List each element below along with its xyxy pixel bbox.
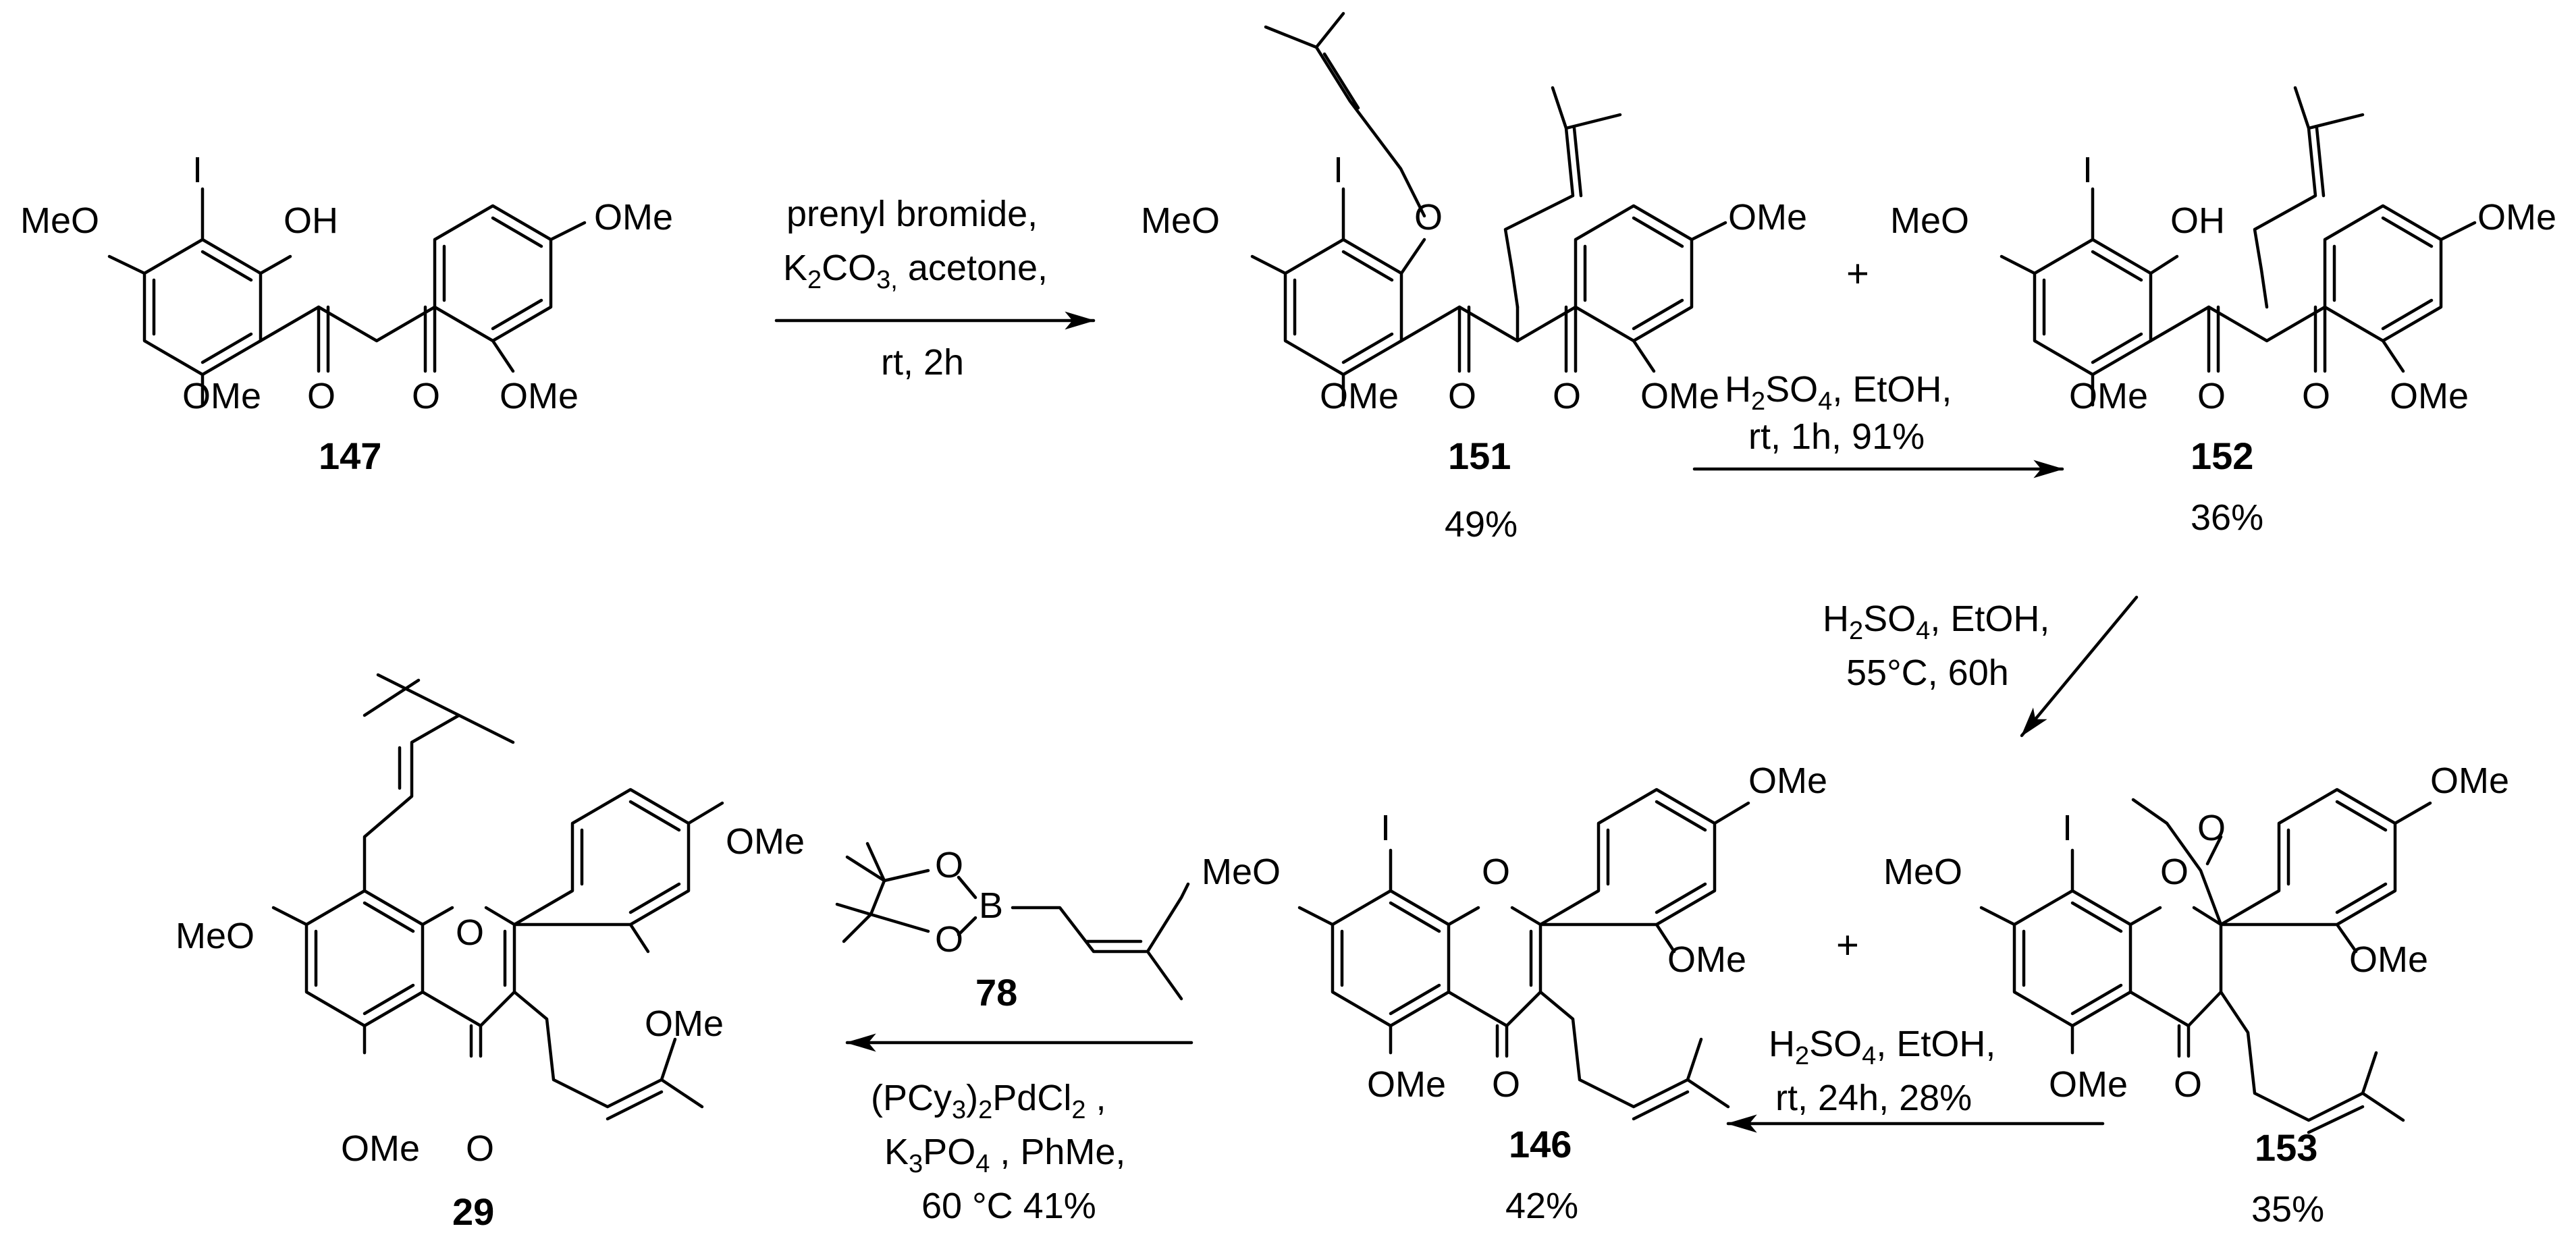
svg-text:rt, 2h: rt, 2h xyxy=(881,342,964,383)
carbonyl-o-label: O xyxy=(412,376,440,416)
methoxy-label: MeO xyxy=(20,200,99,241)
conditions-step3: H2SO4, EtOH, 55°C, 60h xyxy=(1823,599,2049,693)
carbonyl-o-label: O xyxy=(307,376,336,416)
svg-text:OMe: OMe xyxy=(1367,1064,1446,1105)
svg-text:O: O xyxy=(1448,376,1476,416)
methoxy-label: OMe xyxy=(182,376,261,416)
svg-text:O: O xyxy=(2197,376,2226,416)
svg-text:OMe: OMe xyxy=(2069,376,2148,416)
svg-text:O: O xyxy=(1482,852,1510,892)
conditions-step5: (PCy3)2PdCl2 , K3PO4 , PhMe, 60 °C 41% xyxy=(871,1078,1125,1226)
yield-151: 49% xyxy=(1445,504,1518,545)
iodine-label: I xyxy=(192,150,203,190)
reaction-arrow-3 xyxy=(2020,595,2139,738)
svg-text:O: O xyxy=(935,919,963,960)
plus-sign: + xyxy=(1836,923,1859,967)
svg-text:(PCy3)2PdCl2 ,: (PCy3)2PdCl2 , xyxy=(871,1078,1106,1124)
compound-label-152: 152 xyxy=(2191,435,2253,477)
svg-text:O: O xyxy=(935,845,963,885)
compound-label-151: 151 xyxy=(1448,435,1511,477)
svg-text:OMe: OMe xyxy=(645,1003,724,1044)
svg-text:MeO: MeO xyxy=(1883,852,1962,892)
svg-text:O: O xyxy=(1414,197,1443,238)
methoxy-label: OMe xyxy=(594,197,673,238)
svg-text:O: O xyxy=(1492,1064,1520,1105)
svg-text:MeO: MeO xyxy=(176,916,254,956)
compound-78-structure: O B O 78 xyxy=(835,842,1190,1014)
svg-text:H2SO4, EtOH,: H2SO4, EtOH, xyxy=(1769,1024,1995,1070)
svg-text:55°C, 60h: 55°C, 60h xyxy=(1846,653,2009,693)
compound-151-structure: I MeO O OMe O O OMe OMe 151 49% xyxy=(1141,11,1807,545)
svg-text:rt, 24h, 28%: rt, 24h, 28% xyxy=(1775,1078,1972,1118)
svg-text:O: O xyxy=(1553,376,1581,416)
methoxy-label: OMe xyxy=(500,376,579,416)
conditions-step2: H2SO4, EtOH, rt, 1h, 91% xyxy=(1725,369,1952,457)
svg-text:prenyl bromide,: prenyl bromide, xyxy=(786,194,1038,234)
compound-152-structure: I MeO OH OMe O O OMe OMe 152 36% xyxy=(1890,86,2556,538)
compound-29-structure: MeO O OMe O OMe OMe 29 xyxy=(176,673,805,1233)
svg-text:OMe: OMe xyxy=(1728,197,1807,238)
svg-text:OMe: OMe xyxy=(2390,376,2469,416)
svg-text:I: I xyxy=(1380,808,1391,848)
svg-text:OMe: OMe xyxy=(2349,939,2428,980)
compound-label-29: 29 xyxy=(452,1190,494,1233)
svg-text:H2SO4, EtOH,: H2SO4, EtOH, xyxy=(1823,599,2049,645)
svg-text:K3PO4 , PhMe,: K3PO4 , PhMe, xyxy=(884,1132,1125,1178)
svg-text:OMe: OMe xyxy=(1748,761,1827,801)
svg-text:O: O xyxy=(2302,376,2330,416)
svg-text:OMe: OMe xyxy=(2430,761,2509,801)
svg-text:OH: OH xyxy=(2170,200,2225,241)
hydroxyl-label: OH xyxy=(284,200,338,241)
compound-153-structure: I MeO O O OMe O OMe OMe 153 35% xyxy=(1883,761,2509,1230)
compound-146-structure: I MeO O OMe O OMe OMe 146 42% xyxy=(1202,761,1827,1226)
compound-147-structure: I MeO OH OMe O O OMe OMe 147 xyxy=(20,150,673,477)
svg-text:O: O xyxy=(2160,852,2189,892)
svg-text:OMe: OMe xyxy=(1640,376,1719,416)
conditions-step4: H2SO4, EtOH, rt, 24h, 28% xyxy=(1769,1024,1995,1118)
svg-text:OMe: OMe xyxy=(2049,1064,2128,1105)
svg-text:I: I xyxy=(2062,808,2072,848)
svg-text:I: I xyxy=(2083,150,2093,190)
yield-153: 35% xyxy=(2251,1189,2324,1230)
svg-text:O: O xyxy=(2197,808,2226,848)
compound-label-78: 78 xyxy=(975,971,1017,1014)
svg-text:I: I xyxy=(1333,150,1343,190)
plus-sign: + xyxy=(1846,252,1869,296)
svg-text:O: O xyxy=(2174,1064,2202,1105)
svg-text:OMe: OMe xyxy=(2477,197,2556,238)
svg-text:K2CO3, acetone,: K2CO3, acetone, xyxy=(783,248,1048,294)
svg-text:MeO: MeO xyxy=(1202,852,1281,892)
svg-text:OMe: OMe xyxy=(1320,376,1399,416)
svg-text:MeO: MeO xyxy=(1141,200,1220,241)
svg-text:MeO: MeO xyxy=(1890,200,1969,241)
svg-text:OMe: OMe xyxy=(1667,939,1746,980)
compound-label-147: 147 xyxy=(319,435,381,477)
conditions-step1: prenyl bromide, K2CO3, acetone, rt, 2h xyxy=(783,194,1048,383)
svg-text:rt, 1h, 91%: rt, 1h, 91% xyxy=(1748,416,1925,457)
svg-text:O: O xyxy=(466,1128,494,1169)
svg-text:H2SO4, EtOH,: H2SO4, EtOH, xyxy=(1725,369,1952,416)
svg-text:OMe: OMe xyxy=(341,1128,420,1169)
compound-label-146: 146 xyxy=(1509,1123,1572,1165)
yield-152: 36% xyxy=(2191,497,2263,538)
compound-label-153: 153 xyxy=(2255,1126,2317,1169)
svg-text:60 °C 41%: 60 °C 41% xyxy=(921,1186,1096,1226)
svg-text:O: O xyxy=(456,912,484,953)
svg-text:B: B xyxy=(979,885,1003,926)
yield-146: 42% xyxy=(1505,1186,1578,1226)
svg-text:OMe: OMe xyxy=(726,821,805,862)
